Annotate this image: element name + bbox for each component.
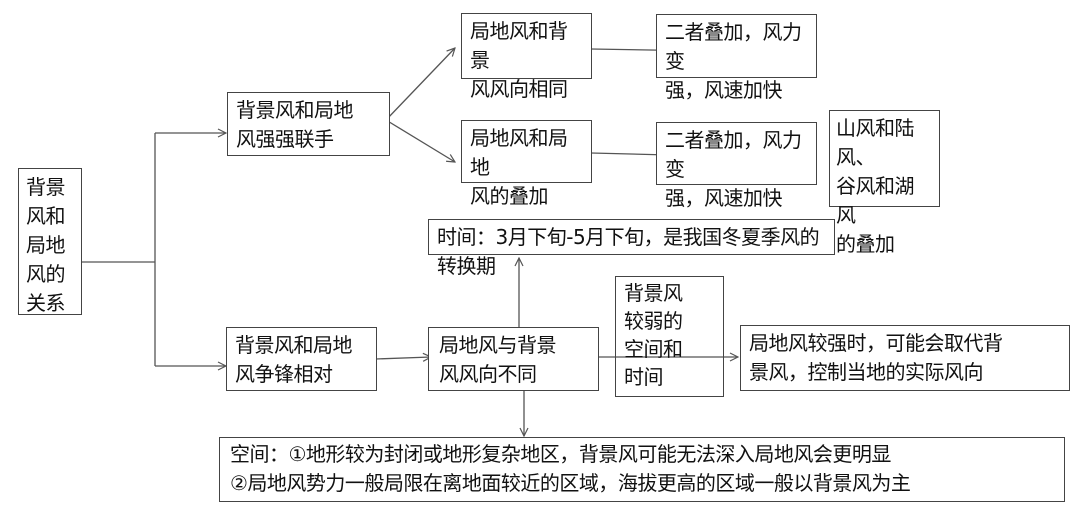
arrow-to-different-direction [375,357,431,359]
root-node: 背景 风和 局地 风的 关系 [18,168,82,315]
node-weak-background-condition: 背景风 较弱的 空间和 时间 [615,276,724,397]
arrow-to-local-superposition [385,119,455,162]
node-local-superposition: 局地风和局地 风的叠加 [461,120,592,208]
node-example-note: 山风和陆风、 谷风和湖风 的叠加 [829,110,940,256]
node-time: 时间：3月下旬-5月下旬，是我国冬夏季风的转换期 [428,219,835,278]
node-space: 空间：①地形较为封闭或地形复杂地区，背景风可能无法深入局地风会更明显 ②局地风势… [219,437,1065,502]
node-replace-result: 局地风较强时，可能会取代背 景风，控制当地的实际风向 [740,325,1070,391]
node-different-direction: 局地风与背景 风风向不同 [428,327,599,391]
node-cooperate: 背景风和局地 风强强联手 [227,92,390,156]
node-oppose: 背景风和局地 风争锋相对 [226,327,377,391]
node-result-same-direction: 二者叠加，风力变 强，风速加快 [656,14,817,102]
node-same-direction: 局地风和背景 风风向相同 [461,13,592,101]
node-result-local-superposition: 二者叠加，风力变 强，风速加快 [656,122,817,210]
arrow-to-same-direction [385,48,455,121]
